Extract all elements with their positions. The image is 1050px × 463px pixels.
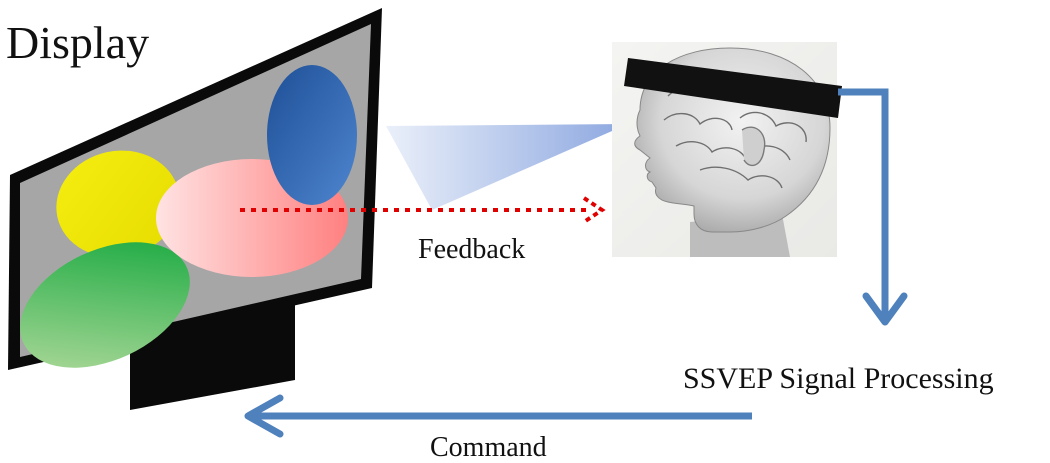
display-label: Display	[6, 17, 149, 68]
command-label: Command	[430, 432, 547, 463]
human-head-eeg-icon	[612, 42, 842, 257]
stimulus-green	[20, 242, 190, 368]
ear	[741, 126, 766, 167]
monitor-icon	[8, 8, 382, 410]
stimulus-blue	[267, 65, 357, 205]
signal-flow-arrow	[838, 88, 908, 326]
gaze-beam	[386, 124, 628, 210]
feedback-arrow	[240, 196, 606, 224]
processing-label: SSVEP Signal Processing	[683, 362, 994, 395]
stimulus-yellow	[56, 150, 180, 258]
feedback-label: Feedback	[418, 234, 525, 265]
eeg-headband	[624, 58, 842, 118]
command-arrow	[244, 394, 752, 438]
